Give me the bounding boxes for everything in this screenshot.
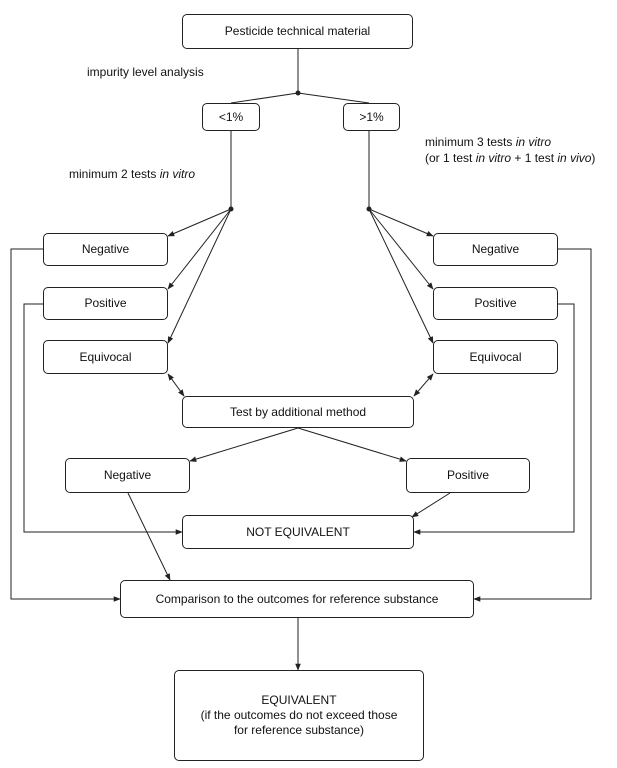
right-tests-l2-a: (or 1 test: [425, 151, 476, 165]
right-tests-l2-d: in vivo: [557, 151, 592, 165]
arrow-mid-negative-to-comparison: [127, 492, 171, 581]
node-left-negative: Negative: [43, 233, 168, 266]
node-left-equivocal: Equivocal: [43, 340, 168, 374]
arrow-to-right-negative: [368, 208, 434, 237]
node-equivalent-title: EQUIVALENT: [261, 693, 337, 707]
connector-split-to-less1: [230, 92, 299, 104]
node-mid-positive: Positive: [406, 458, 530, 493]
node-right-negative: Negative: [433, 233, 558, 266]
node-right-equivocal: Equivocal: [433, 340, 558, 374]
arrow-left-negative-to-comparison: [10, 248, 121, 602]
arrow-additional-to-mid-positive: [297, 427, 407, 462]
right-tests-l2-e: ): [591, 151, 596, 165]
arrow-to-right-equivocal: [368, 208, 434, 344]
node-right-negative-label: Negative: [471, 242, 520, 256]
arrow-to-left-negative: [167, 208, 232, 237]
node-not-equivalent-label: NOT EQUIVALENT: [246, 524, 350, 539]
node-additional-method: Test by additional method: [182, 396, 414, 428]
node-right-positive-label: Positive: [474, 296, 517, 310]
arrow-to-left-positive: [167, 208, 232, 290]
node-left-equivocal-label: Equivocal: [79, 349, 132, 364]
node-left-negative-label: Negative: [81, 242, 130, 256]
node-additional-method-label: Test by additional method: [229, 404, 367, 419]
arrow-additional-to-mid-negative: [189, 427, 299, 462]
right-tests-l2-b: in vitro: [475, 151, 512, 165]
impurity-analysis-label: impurity level analysis: [87, 65, 204, 79]
node-less-than-1-percent-label: <1%: [218, 109, 244, 124]
node-more-than-1-percent-label: >1%: [359, 109, 384, 124]
node-not-equivalent: NOT EQUIVALENT: [182, 515, 414, 549]
node-comparison-label: Comparison to the outcomes for reference…: [155, 591, 439, 606]
right-tests-label-line2: (or 1 test in vitro + 1 test in vivo): [425, 151, 595, 166]
node-technical-material: Pesticide technical material: [182, 14, 413, 49]
node-mid-negative-label: Negative: [103, 468, 152, 482]
node-right-positive: Positive: [433, 287, 558, 320]
left-tests-prefix: minimum 2 tests: [69, 167, 160, 181]
arrow-mid-positive-to-not-equivalent: [411, 492, 451, 518]
node-left-positive-label: Positive: [84, 296, 127, 310]
right-tests-l2-c: + 1 test: [511, 151, 558, 165]
node-technical-material-label: Pesticide technical material: [224, 24, 371, 38]
arrow-to-left-equivocal: [167, 208, 232, 344]
left-tests-italic: in vitro: [159, 167, 196, 181]
right-tests-l1-prefix: minimum 3 tests: [425, 135, 516, 149]
arrow-right-equivocal-to-additional: [413, 373, 434, 397]
node-equivalent: EQUIVALENT (if the outcomes do not excee…: [174, 670, 424, 761]
connector-split-to-more1: [297, 92, 370, 104]
node-equivalent-condition-line2: for reference substance): [233, 723, 365, 737]
node-right-equivocal-label: Equivocal: [469, 349, 522, 364]
node-left-positive: Positive: [43, 287, 168, 320]
node-mid-negative: Negative: [65, 458, 190, 493]
node-more-than-1-percent: >1%: [343, 103, 400, 131]
left-tests-label: minimum 2 tests in vitro: [69, 167, 195, 182]
node-mid-positive-label: Positive: [446, 468, 490, 482]
right-tests-label-line1: minimum 3 tests in vitro: [425, 135, 551, 150]
arrow-left-positive-to-not-equivalent: [23, 303, 183, 535]
node-equivalent-condition-line1: (if the outcomes do not exceed those: [200, 708, 398, 722]
arrow-to-right-positive: [368, 208, 434, 290]
right-tests-l1-italic: in vitro: [515, 135, 552, 149]
arrow-right-negative-to-comparison: [473, 248, 592, 602]
arrow-right-positive-to-not-equivalent: [413, 303, 575, 535]
arrow-left-equivocal-to-additional: [167, 373, 185, 397]
node-comparison: Comparison to the outcomes for reference…: [120, 580, 474, 618]
node-less-than-1-percent: <1%: [202, 103, 260, 131]
